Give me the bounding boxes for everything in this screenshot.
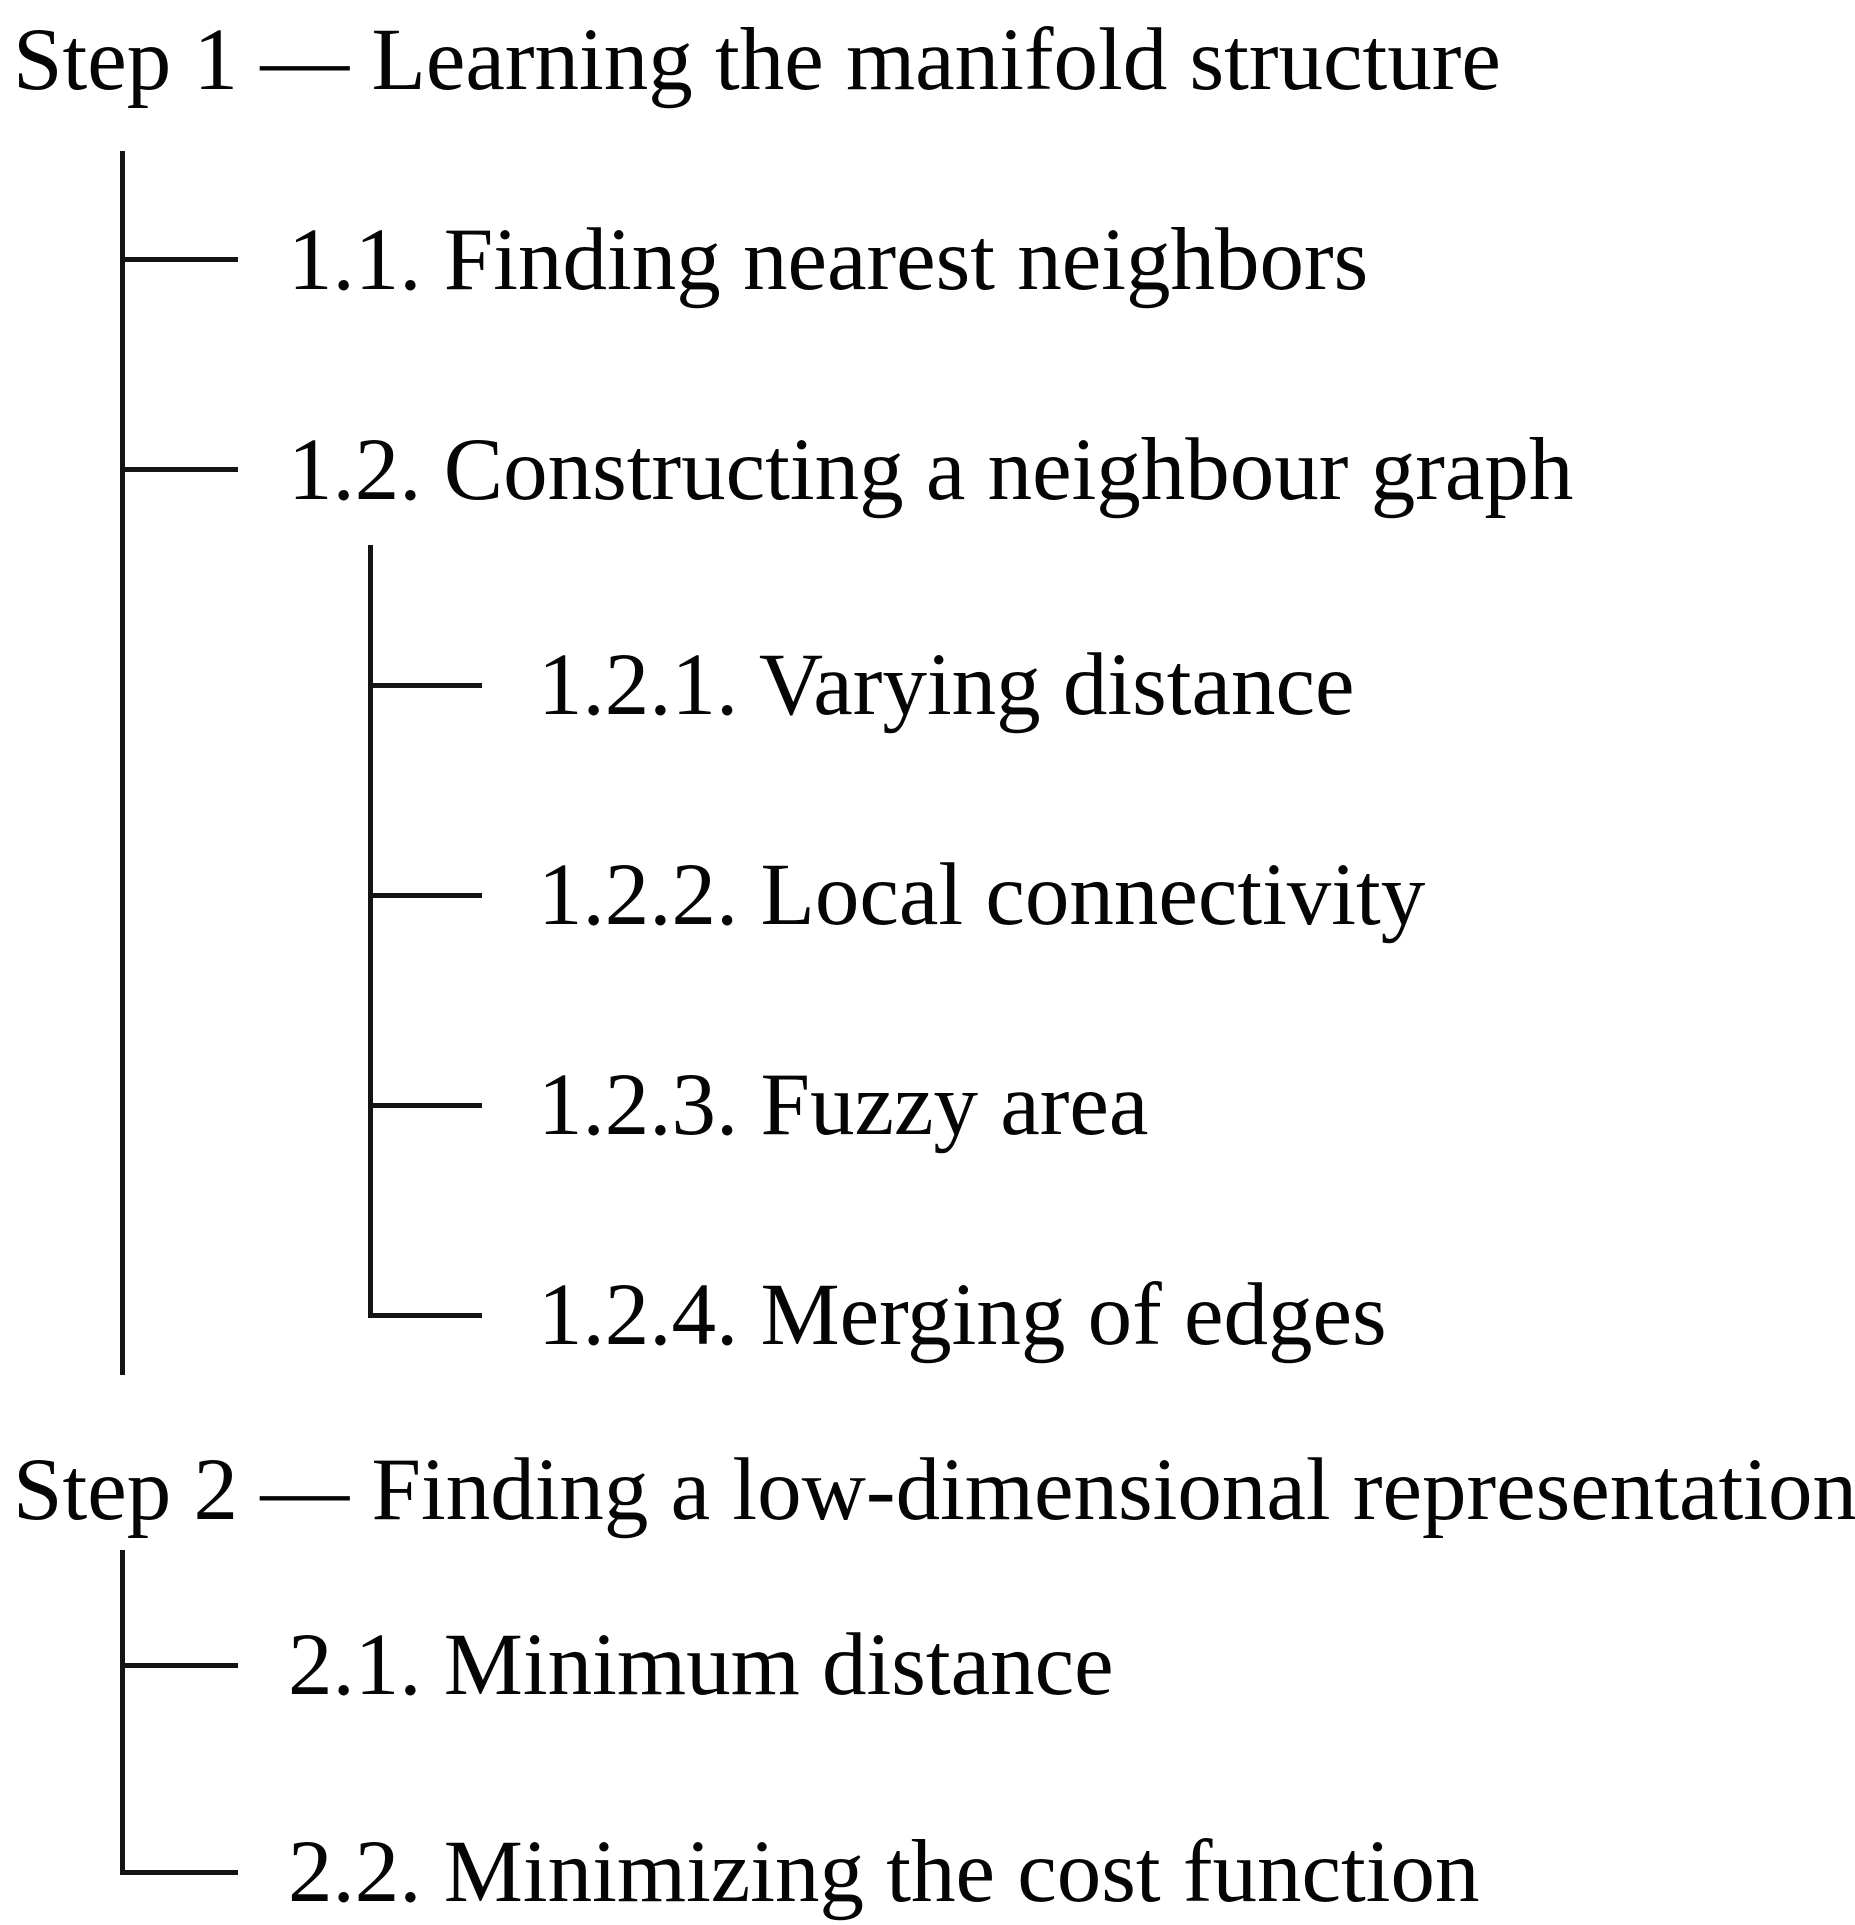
- step2-trunk-line: [120, 1550, 125, 1875]
- branch-tick-2-2: [120, 1870, 238, 1875]
- branch-tick-2-1: [120, 1663, 238, 1668]
- node-1-2-2: 1.2.2. Local connectivity: [538, 846, 1426, 944]
- node-1-1: 1.1. Finding nearest neighbors: [288, 211, 1369, 309]
- branch-tick-1-2-2: [368, 893, 482, 898]
- step1-trunk-line: [120, 151, 125, 1375]
- node-1-2-4: 1.2.4. Merging of edges: [538, 1266, 1387, 1364]
- step2-title: Step 2 — Finding a low-dimensional repre…: [13, 1441, 1855, 1539]
- node-1-2-subtrunk-line: [368, 545, 373, 1318]
- branch-tick-1-2-4: [368, 1313, 482, 1318]
- node-1-2-1: 1.2.1. Varying distance: [538, 636, 1355, 734]
- node-2-2: 2.2. Minimizing the cost function: [288, 1823, 1480, 1921]
- node-2-1: 2.1. Minimum distance: [288, 1616, 1114, 1714]
- node-1-2-3: 1.2.3. Fuzzy area: [538, 1056, 1149, 1154]
- branch-tick-1-1: [120, 257, 238, 262]
- branch-tick-1-2: [120, 467, 238, 472]
- branch-tick-1-2-1: [368, 683, 482, 688]
- branch-tick-1-2-3: [368, 1103, 482, 1108]
- step1-title: Step 1 — Learning the manifold structure: [13, 11, 1501, 109]
- node-1-2: 1.2. Constructing a neighbour graph: [288, 421, 1574, 519]
